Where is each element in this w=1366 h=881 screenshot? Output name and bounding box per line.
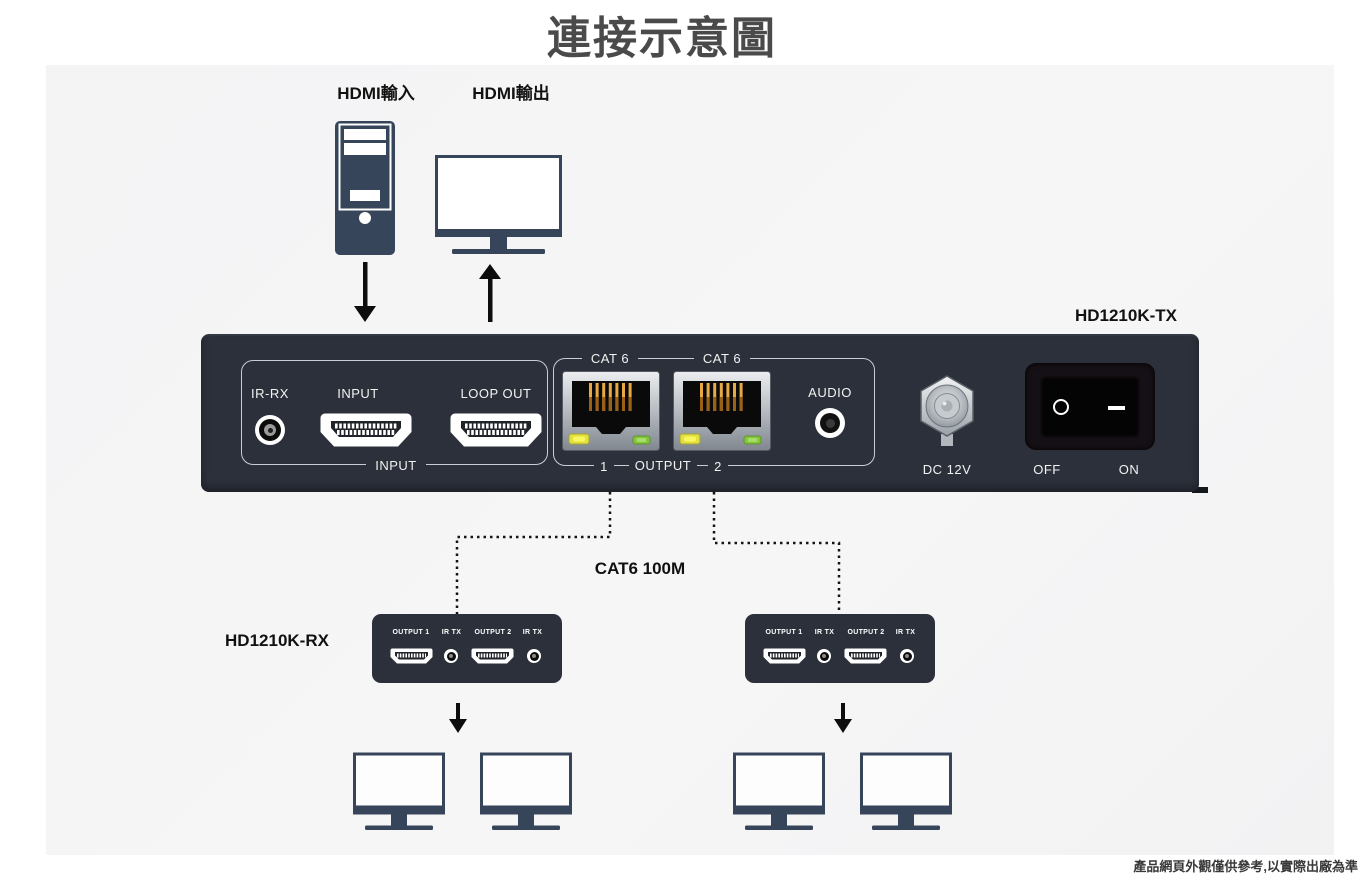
display-monitor-icon (733, 752, 825, 830)
off-label: OFF (1033, 462, 1061, 477)
audio-label: AUDIO (808, 385, 852, 400)
display-monitor-icon (353, 752, 445, 830)
cat6-label-2: CAT 6 (694, 351, 750, 366)
audio-jack (815, 408, 845, 438)
power-switch-on-symbol (1108, 406, 1125, 410)
rx1-irtx2-label: IR TX (522, 629, 543, 636)
down-arrow-icon (834, 703, 852, 733)
tx-model-label: HD1210K-TX (1074, 306, 1178, 325)
down-arrow-icon (449, 703, 467, 733)
input-label: INPUT (337, 386, 379, 401)
rx-box-2: OUTPUT 1 IR TX OUTPUT 2 IR TX (745, 614, 935, 683)
hdmi-output-label: HDMI輸出 (472, 84, 550, 103)
mini-hdmi-port (844, 648, 887, 664)
rx2-output1-label: OUTPUT 1 (765, 629, 803, 636)
rx1-output1-label: OUTPUT 1 (392, 629, 430, 636)
up-arrow-icon (479, 264, 501, 322)
ir-tx-jack (444, 649, 458, 663)
rx1-irtx1-label: IR TX (441, 629, 462, 636)
dc-power-connector (920, 375, 974, 446)
page-title: 連接示意圖 (547, 14, 777, 63)
cat6-label-1: CAT 6 (582, 351, 638, 366)
power-switch-off-symbol (1053, 399, 1069, 415)
input-group-label: INPUT (366, 458, 426, 473)
monitor-icon (435, 155, 562, 254)
rx-model-label: HD1210K-RX (225, 631, 329, 650)
computer-tower-icon (335, 121, 395, 255)
mini-hdmi-port (390, 648, 433, 664)
ir-tx-jack (900, 649, 914, 663)
tx-panel-foot (1192, 487, 1208, 493)
cat6-cable-path-1 (455, 492, 612, 616)
hdmi-input-label: HDMI輸入 (337, 84, 415, 103)
rx2-output2-label: OUTPUT 2 (847, 629, 885, 636)
output-2-label: 2 (708, 459, 728, 474)
rx-box-1: OUTPUT 1 IR TX OUTPUT 2 IR TX (372, 614, 562, 683)
rx1-output2-label: OUTPUT 2 (474, 629, 512, 636)
ir-rx-label: IR-RX (251, 386, 289, 401)
rx2-irtx2-label: IR TX (895, 629, 916, 636)
output-1-label: 1 (594, 459, 614, 474)
dc-12v-label: DC 12V (922, 462, 972, 477)
output-group-label: OUTPUT (629, 458, 697, 473)
ir-tx-jack (527, 649, 541, 663)
mini-hdmi-port (471, 648, 514, 664)
disclaimer-text: 產品網頁外觀僅供參考,以實際出廠為準 (1133, 859, 1358, 874)
display-monitor-icon (480, 752, 572, 830)
rx2-irtx1-label: IR TX (814, 629, 835, 636)
down-arrow-icon (354, 262, 376, 322)
ir-rx-jack (255, 415, 285, 445)
ir-tx-jack (817, 649, 831, 663)
loop-out-label: LOOP OUT (460, 386, 532, 401)
cable-length-label: CAT6 100M (594, 559, 686, 578)
cat6-cable-path-2 (712, 492, 841, 616)
on-label: ON (1118, 462, 1140, 477)
display-monitor-icon (860, 752, 952, 830)
mini-hdmi-port (763, 648, 806, 664)
